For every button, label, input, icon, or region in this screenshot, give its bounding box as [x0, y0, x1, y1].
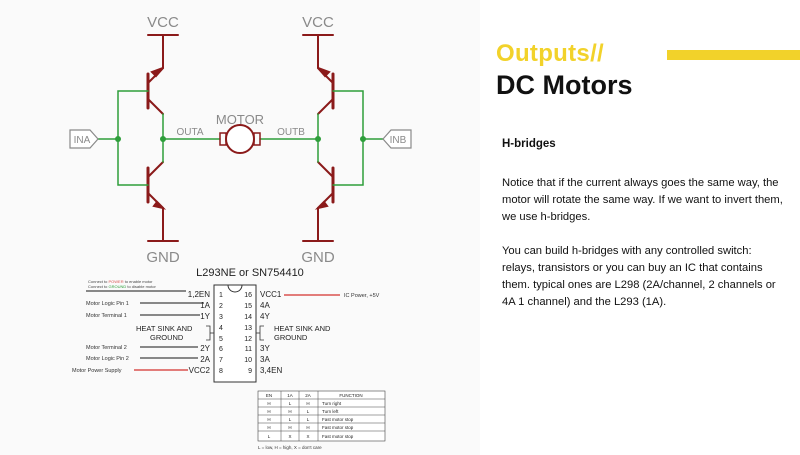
table-row: H L H Turn right — [267, 401, 341, 406]
table-cell: H — [306, 425, 309, 430]
pin-number-10: 10 — [244, 357, 252, 364]
pin-number-13: 13 — [244, 325, 252, 332]
enable-note-power: Connect to POWER to enable motor — [88, 279, 153, 284]
pin-number-14: 14 — [244, 314, 252, 321]
pin-10-name: 3A — [260, 355, 270, 364]
table-row: H H L Turn left — [267, 409, 339, 414]
pin-number-3: 3 — [219, 314, 223, 321]
label-ic-power: IC Power, +5V — [344, 293, 380, 299]
table-header-1a: 1A — [287, 393, 293, 398]
table-cell: Turn right — [322, 401, 342, 406]
pin-16-name: VCC1 — [260, 290, 282, 299]
pin-number-7: 7 — [219, 357, 223, 364]
table-cell: L — [289, 417, 292, 422]
pin-9-name: 3,4EN — [260, 366, 282, 375]
table-cell: L — [268, 434, 271, 439]
pin-number-16: 16 — [244, 292, 252, 299]
gnd-right-label: GND — [301, 249, 335, 266]
inb-input-flag: INB — [382, 129, 412, 149]
motor-symbol — [219, 124, 261, 154]
inb-label: INB — [390, 135, 407, 146]
outa-label: OUTA — [176, 127, 203, 138]
table-header-en: EN — [266, 393, 272, 398]
table-cell: H — [267, 409, 270, 414]
vcc-left-label: VCC — [147, 14, 179, 31]
pin-number-5: 5 — [219, 336, 223, 343]
ic-body — [213, 284, 257, 383]
pin-11-name: 3Y — [260, 344, 270, 353]
table-cell: L — [307, 409, 310, 414]
text-panel: H-bridges Notice that if the current alw… — [502, 136, 784, 328]
heat-sink-left-line2: GROUND — [150, 333, 184, 342]
table-row: L X X Fast motor stop — [268, 434, 354, 439]
table-cell: X — [306, 434, 309, 439]
hbridge-circuit: VCC VCC — [69, 14, 412, 266]
label-motor-power-supply: Motor Power Supply — [72, 368, 122, 374]
pin-6-name: 2Y — [200, 344, 210, 353]
table-cell: H — [267, 401, 270, 406]
paragraph-build-hbridges: You can build h-bridges with any control… — [502, 245, 776, 308]
pin-number-15: 15 — [244, 303, 252, 310]
ina-input-flag: INA — [69, 129, 99, 149]
hbridge-diagram: VCC VCC — [0, 0, 480, 455]
table-header-2a: 2A — [305, 393, 311, 398]
ina-label: INA — [74, 135, 91, 146]
label-motor-terminal-1: Motor Terminal 1 — [86, 313, 127, 319]
ic-pinout: L293NE or SN754410 Connect to POWER to e… — [72, 267, 380, 383]
pin-2-name: 1A — [200, 301, 210, 310]
pin-8-name: VCC2 — [189, 366, 211, 375]
pin-number-6: 6 — [219, 346, 223, 353]
paragraph-current-direction: Notice that if the current always goes t… — [502, 177, 783, 223]
label-motor-terminal-2: Motor Terminal 2 — [86, 345, 127, 351]
pin-number-12: 12 — [244, 336, 252, 343]
pin-numbers: 1 2 3 4 5 6 7 8 16 15 14 13 12 11 10 9 — [219, 292, 252, 375]
pin-number-9: 9 — [248, 368, 252, 375]
label-motor-logic-pin-2: Motor Logic Pin 2 — [86, 356, 129, 362]
title-dc-motors: DC Motors — [496, 70, 633, 100]
pin-14-name: 4Y — [260, 312, 270, 321]
ic-notch — [227, 284, 243, 293]
table-row: H H H Fast motor stop — [267, 425, 353, 430]
table-cell: Fast motor stop — [322, 434, 354, 439]
table-cell: Fast motor stop — [322, 425, 354, 430]
label-motor-logic-pin-1: Motor Logic Pin 1 — [86, 301, 129, 307]
pin-number-1: 1 — [219, 292, 223, 299]
vcc-right-label: VCC — [302, 14, 334, 31]
heat-sink-left-line1: HEAT SINK AND — [136, 324, 193, 333]
title-outputs: Outputs// — [496, 40, 605, 67]
truth-table: EN 1A 2A FUNCTION H L H Turn right H H L… — [257, 390, 386, 450]
table-cell: Turn left — [322, 409, 339, 414]
table-cell: L — [307, 417, 310, 422]
heat-sink-right-line2: GROUND — [274, 333, 308, 342]
pin-number-11: 11 — [245, 346, 252, 353]
table-cell: L — [289, 401, 292, 406]
pin-15-name: 4A — [260, 301, 270, 310]
table-cell: H — [306, 401, 309, 406]
table-cell: H — [288, 425, 291, 430]
table-cell: H — [267, 425, 270, 430]
table-cell: H — [288, 409, 291, 414]
pin-number-2: 2 — [219, 303, 223, 310]
motor-label: MOTOR — [216, 112, 264, 127]
pin-3-name: 1Y — [200, 312, 210, 321]
pin-number-8: 8 — [219, 368, 223, 375]
pin-7-name: 2A — [200, 355, 210, 364]
heat-sink-right-line1: HEAT SINK AND — [274, 324, 331, 333]
table-row: H L L Fast motor stop — [267, 417, 353, 422]
section-heading: H-bridges — [502, 138, 556, 150]
pin-1-name: 1,2EN — [188, 290, 210, 299]
table-cell: Fast motor stop — [322, 417, 354, 422]
pin-number-4: 4 — [219, 325, 223, 332]
enable-note-ground: Connect to GROUND to disable motor — [88, 284, 156, 289]
table-cell: H — [267, 417, 270, 422]
outb-label: OUTB — [277, 127, 305, 138]
table-legend: L = low, H = high, X = don't care — [258, 445, 322, 450]
diagram-panel — [0, 0, 480, 455]
title-accent-bar — [667, 50, 800, 60]
gnd-left-label: GND — [146, 249, 180, 266]
table-cell: X — [288, 434, 291, 439]
ic-title: L293NE or SN754410 — [196, 267, 304, 279]
table-header-function: FUNCTION — [339, 393, 362, 398]
